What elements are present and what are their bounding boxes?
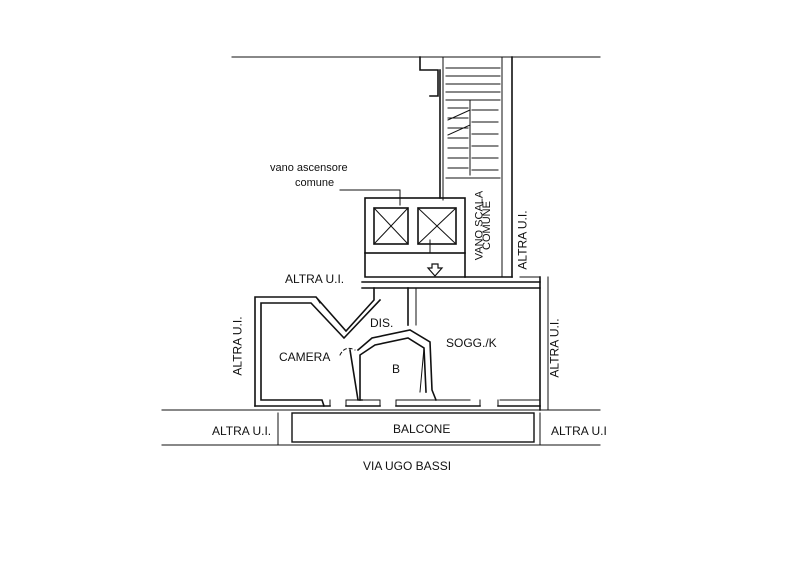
altra-ui-right-label: ALTRA U.I. [547,318,562,378]
balcone-outline [291,412,535,443]
entrance-arrow-icon [426,263,444,277]
bath-label: B [392,362,401,376]
camera-walls [254,287,382,408]
altra-ui-bottom-left-label: ALTRA U.I. [212,424,272,438]
elevator-label-line1: vano ascensore [270,162,348,174]
landing-walls [364,252,513,278]
door-swing [339,347,356,356]
dis-label: DIS. [370,316,394,330]
elevator-block [364,197,466,254]
balcone-label: BALCONE [393,422,451,436]
altra-ui-bottom-right-label: ALTRA U.I [551,424,607,438]
elevator-label-line2: comune [295,177,335,189]
stair-steps [445,67,501,179]
apartment-top-wall [361,281,541,289]
stair-label-line2: COMUNE [480,201,493,250]
altra-ui-left-label: ALTRA U.I. [230,316,245,376]
altra-ui-shaft-right-label: ALTRA U.I. [515,210,530,270]
street-label: VIA UGO BASSI [363,459,452,473]
elevator-car-right [417,207,457,245]
camera-label: CAMERA [279,350,331,364]
altra-ui-top-label: ALTRA U.I. [285,272,345,286]
stair-shaft-left-wall [419,56,439,97]
sogg-label: SOGG./K [446,336,497,350]
elevator-leader-line [339,189,401,206]
elevator-car-left [373,207,409,245]
bath-walls [356,329,438,402]
